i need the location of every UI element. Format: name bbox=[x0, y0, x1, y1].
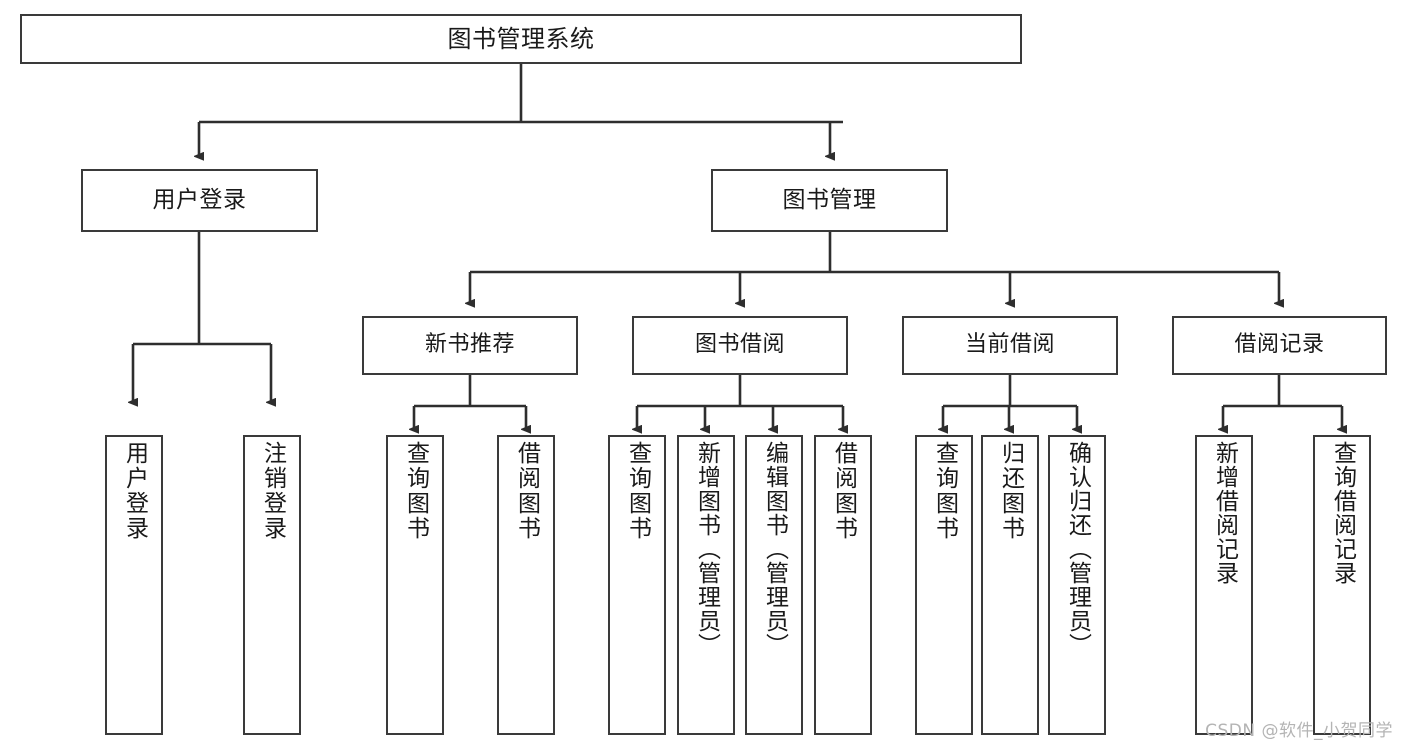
leaf-query-borrow-record[interactable]: 查询借阅记录 bbox=[1313, 435, 1371, 735]
node-label: 借阅图书 bbox=[830, 441, 857, 541]
leaf-query-book-recommend[interactable]: 查询图书 bbox=[386, 435, 444, 735]
node-book-borrow[interactable]: 图书借阅 bbox=[632, 316, 848, 375]
node-label: 图书管理 bbox=[782, 186, 877, 213]
node-label: 查询图书 bbox=[624, 441, 651, 541]
leaf-query-book-borrow[interactable]: 查询图书 bbox=[608, 435, 666, 735]
leaf-user-login[interactable]: 用户登录 bbox=[105, 435, 163, 735]
node-new-book-recommend[interactable]: 新书推荐 bbox=[362, 316, 578, 375]
leaf-edit-book-admin[interactable]: 编辑图书（管理员） bbox=[745, 435, 803, 735]
node-label: 图书管理系统 bbox=[447, 24, 595, 53]
leaf-confirm-return-admin[interactable]: 确认归还（管理员） bbox=[1048, 435, 1106, 735]
node-label: 用户登录 bbox=[121, 441, 148, 541]
leaf-borrow-book-recommend[interactable]: 借阅图书 bbox=[497, 435, 555, 735]
node-book-management[interactable]: 图书管理 bbox=[711, 169, 948, 232]
node-label: 当前借阅 bbox=[964, 332, 1055, 358]
node-borrow-record[interactable]: 借阅记录 bbox=[1172, 316, 1387, 375]
leaf-borrow-book[interactable]: 借阅图书 bbox=[814, 435, 872, 735]
node-label: 确认归还（管理员） bbox=[1064, 441, 1091, 657]
node-label: 借阅记录 bbox=[1234, 332, 1325, 358]
node-label: 编辑图书（管理员） bbox=[761, 441, 788, 657]
node-label: 借阅图书 bbox=[513, 441, 540, 541]
leaf-add-book-admin[interactable]: 新增图书（管理员） bbox=[677, 435, 735, 735]
node-label: 新增图书（管理员） bbox=[693, 441, 720, 657]
node-current-borrow[interactable]: 当前借阅 bbox=[902, 316, 1118, 375]
node-label: 注销登录 bbox=[259, 441, 286, 541]
leaf-return-book[interactable]: 归还图书 bbox=[981, 435, 1039, 735]
node-label: 图书借阅 bbox=[694, 332, 785, 358]
node-label: 新增借阅记录 bbox=[1211, 441, 1238, 585]
node-label: 查询借阅记录 bbox=[1329, 441, 1356, 585]
node-user-login[interactable]: 用户登录 bbox=[81, 169, 318, 232]
node-label: 归还图书 bbox=[997, 441, 1024, 541]
node-label: 新书推荐 bbox=[424, 332, 515, 358]
leaf-logout[interactable]: 注销登录 bbox=[243, 435, 301, 735]
node-label: 查询图书 bbox=[402, 441, 429, 541]
node-root-system[interactable]: 图书管理系统 bbox=[20, 14, 1022, 64]
leaf-add-borrow-record[interactable]: 新增借阅记录 bbox=[1195, 435, 1253, 735]
leaf-query-book-current[interactable]: 查询图书 bbox=[915, 435, 973, 735]
node-label: 用户登录 bbox=[152, 186, 247, 213]
node-label: 查询图书 bbox=[931, 441, 958, 541]
watermark: CSDN @软件_小贺同学 bbox=[1205, 721, 1393, 741]
